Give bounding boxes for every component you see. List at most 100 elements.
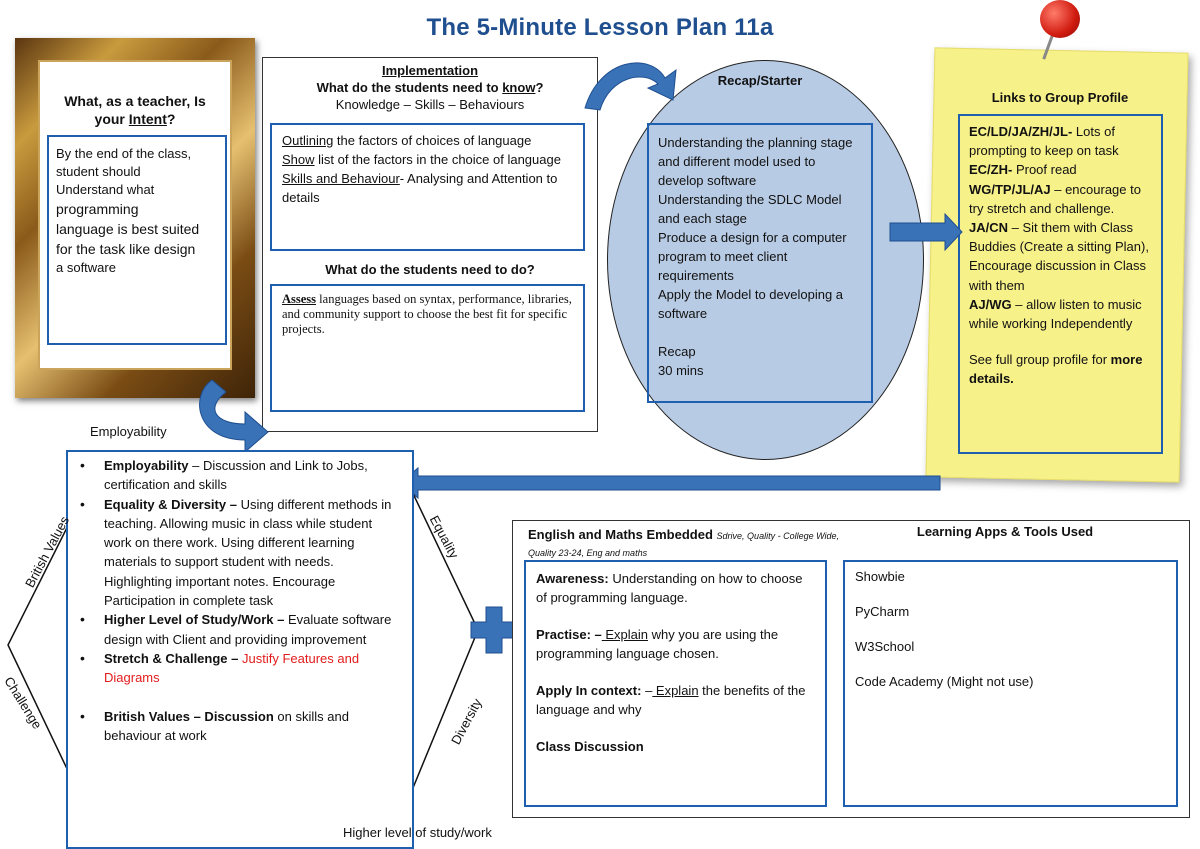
do-emph: Assess [282,292,317,306]
british-values-label: British Values [22,513,73,591]
practise-emph: Explain [601,627,649,642]
recap-duration: 30 mins [658,363,704,378]
know-item-text: - Analysing and Attention to details [282,171,558,205]
diversity-label: Diversity [448,695,485,748]
profile-codes: EC/ZH- [969,162,1016,178]
profile-text: – encourage to try stretch and challenge… [969,181,1141,216]
values-item-bold: British Values – Discussion [104,708,274,724]
practise-text: why you are using the programming langua… [536,627,779,661]
know-item: Skills and Behaviour- Analysing and Atte… [282,169,573,207]
intent-question: What, as a teacher, Is your Intent? [40,92,230,128]
intent-line: Understand what [56,182,155,197]
equality-label: Equality [426,513,462,561]
profile-entry: EC/LD/JA/ZH/JL- Lots of prompting to kee… [969,122,1152,160]
class-discussion: Class Discussion [536,739,644,754]
values-item-text: Using different methods in teaching. All… [104,496,392,609]
intent-question-line1: What, as a teacher, Is [64,93,206,109]
awareness-text: Understanding on how to choose of progra… [536,571,803,605]
intent-line: student should [56,164,141,179]
profile-codes: EC/LD/JA/ZH/JL- [969,124,1076,139]
awareness-line: Awareness: Understanding on how to choos… [536,569,815,607]
ksb-line: Knowledge – Skills – Behaviours [335,97,525,112]
employability-label: Employability [90,424,167,439]
intent-line: programming [56,201,139,217]
values-item-bold: Higher Level of Study/Work – [104,612,285,628]
embedded-box: Awareness: Understanding on how to choos… [524,560,827,807]
practise-label: Practise: – [536,627,602,642]
values-item-red: Justify Features and Diagrams [104,650,360,686]
recap-line: Produce a design for a computer program … [658,230,847,283]
profile-footer-bold: more details. [969,352,1143,387]
know-question-emph: know [502,80,536,95]
intent-question-emph: Intent [128,111,167,127]
group-profile-box: EC/LD/JA/ZH/JL- Lots of prompting to kee… [958,114,1163,454]
plus-icon [470,606,518,654]
profile-text: – allow listen to music while working In… [969,296,1142,332]
apps-heading: Learning Apps & Tools Used [916,524,1094,539]
higher-level-label: Higher level of study/work [343,825,492,840]
challenge-label: Challenge [1,674,46,732]
apply-label: Apply In context: [536,683,642,698]
profile-entry: AJ/WG – allow listen to music while work… [969,295,1152,333]
intent-line: language is best suited [56,221,200,237]
intent-line: for the task like design [56,241,196,257]
profile-codes: WG/TP/JL/AJ [969,181,1055,197]
know-box: Outlining the factors of choices of lang… [270,123,585,251]
recap-line: Apply the Model to developing a software [658,287,844,321]
apply-text: the benefits of the language and why [536,683,806,717]
profile-codes: AJ/WG [969,296,1016,312]
know-item-emph: Skills and Behaviour [282,171,400,186]
embedded-heading: English and Maths Embedded Sdrive, Quali… [528,527,858,561]
group-profile-heading: Links to Group Profile [991,90,1129,105]
awareness-label: Awareness: [536,571,609,586]
do-heading: What do the students need to do? [325,262,535,277]
profile-entry: WG/TP/JL/AJ – encourage to try stretch a… [969,180,1152,218]
implementation-header: Implementation What do the students need… [262,62,598,113]
intent-question-suffix: ? [166,111,176,127]
implementation-heading: Implementation [381,63,479,78]
profile-footer-text: See full group profile for [969,352,1111,368]
values-list: Employability – Discussion and Link to J… [80,456,402,745]
know-question-prefix: What do the students need to [316,80,503,95]
do-text: languages based on syntax, performance, … [282,292,572,336]
apply-line: Apply In context: – Explain the benefits… [536,681,815,719]
know-item-text: list of the factors in the choice of lan… [314,152,561,167]
recap-heading: Recap/Starter [717,73,803,88]
intent-question-prefix: your [94,111,129,127]
apps-box: Showbie PyCharm W3School Code Academy (M… [843,560,1178,807]
profile-text: Proof read [1015,162,1077,178]
profile-codes: JA/CN [969,220,1012,236]
intent-line: By the end of the class, [56,146,192,161]
push-pin-icon [1040,0,1080,38]
profile-footer: See full group profile for more details. [969,350,1152,388]
values-item-bold: Employability [104,458,189,473]
values-item-bold: Stretch & Challenge – [104,650,239,666]
curved-arrow-icon [584,62,677,111]
embedded-source-note: Sdrive, Quality - College Wide, Quality … [528,531,840,558]
apply-emph: Explain [652,683,699,698]
recap-label: Recap [658,344,696,359]
values-item-text: on skills and behaviour at work [104,708,349,743]
left-arrow-icon [399,466,941,500]
values-item-bold: Equality & Diversity – [104,496,237,512]
apply-prefix: – [641,683,653,698]
recap-line: Understanding the planning stage and dif… [658,135,853,188]
intent-line: a software [56,260,116,275]
know-item: Show list of the factors in the choice o… [282,150,573,169]
profile-text: Lots of prompting to keep on task [969,124,1119,159]
intent-box: By the end of the class, student should … [47,135,227,345]
profile-text: – Sit them with Class Buddies (Create a … [969,220,1149,293]
recap-box: Understanding the planning stage and dif… [647,123,873,403]
values-item-text: Evaluate software design with Client and… [104,612,392,647]
profile-entry: EC/ZH- Proof read [969,160,1152,179]
know-question: What do the students need to know? [262,79,598,96]
know-item-text: the factors of choices of language [333,133,532,148]
know-item: Outlining the factors of choices of lang… [282,131,573,150]
app-item: PyCharm [855,604,910,619]
do-box: Assess languages based on syntax, perfor… [270,284,585,412]
app-item: Code Academy (Might not use) [855,674,1034,689]
embedded-panel [512,520,1190,818]
know-question-suffix: ? [535,80,544,95]
app-item: Showbie [855,569,905,584]
profile-entry: JA/CN – Sit them with Class Buddies (Cre… [969,218,1152,295]
